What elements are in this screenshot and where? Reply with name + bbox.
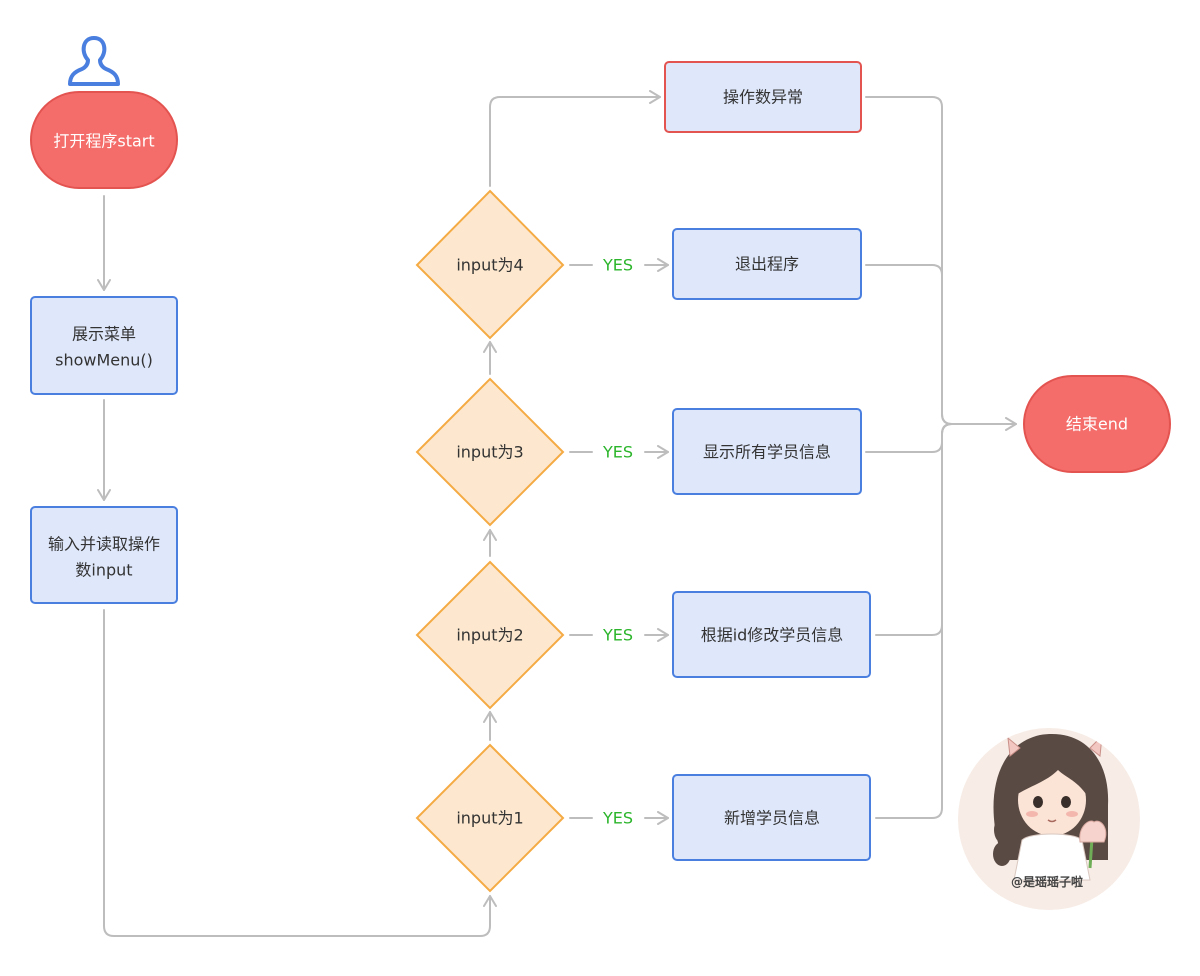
- edge-label-yes-4: YES: [602, 256, 633, 275]
- read-input-node: 输入并读取操作 数input: [30, 506, 178, 604]
- edge-label-yes-1: YES: [602, 809, 633, 828]
- decision-input-4-label: input为4: [456, 256, 523, 275]
- error-node-label: 操作数异常: [723, 88, 803, 107]
- edge-modify-to-end: [875, 423, 953, 636]
- read-input-label-line2: 数input: [75, 561, 132, 580]
- add-node: 新增学员信息: [672, 774, 871, 861]
- decision-input-1-label: input为1: [456, 809, 523, 828]
- edge-add-to-end: [875, 423, 953, 819]
- edge-label-yes-3: YES: [602, 443, 633, 462]
- show-menu-node: 展示菜单 showMenu(): [30, 296, 178, 395]
- error-node: 操作数异常: [664, 61, 862, 133]
- end-node-label: 结束end: [1066, 415, 1128, 434]
- show-all-node-label: 显示所有学员信息: [703, 443, 831, 462]
- decision-input-4: input为4: [415, 189, 565, 340]
- start-node-label: 打开程序start: [53, 132, 154, 151]
- modify-node: 根据id修改学员信息: [672, 591, 871, 678]
- start-node: 打开程序start: [30, 91, 178, 189]
- show-menu-label-line1: 展示菜单: [72, 325, 136, 344]
- end-node: 结束end: [1023, 375, 1171, 473]
- show-menu-label-line2: showMenu(): [55, 351, 153, 370]
- edge-label-yes-2: YES: [602, 626, 633, 645]
- edge-exit-to-end: [865, 264, 953, 425]
- exit-node: 退出程序: [672, 228, 862, 300]
- user-icon: [68, 36, 120, 86]
- edge-error-to-end: [865, 96, 953, 425]
- decision-input-2: input为2: [415, 560, 565, 710]
- show-all-node: 显示所有学员信息: [672, 408, 862, 495]
- decision-input-3-label: input为3: [456, 443, 523, 462]
- add-node-label: 新增学员信息: [724, 809, 820, 828]
- modify-node-label: 根据id修改学员信息: [701, 626, 844, 645]
- decision-input-2-label: input为2: [456, 626, 523, 645]
- decision-input-1: input为1: [415, 743, 565, 893]
- connectors: [97, 90, 1017, 937]
- watermark-handle: @是瑶瑶子啦: [1011, 874, 1083, 889]
- edge-decision-4-to-error: [489, 90, 661, 187]
- read-input-label-line1: 输入并读取操作: [48, 535, 160, 554]
- decision-input-3: input为3: [415, 377, 565, 527]
- watermark-avatar: @是瑶瑶子啦: [958, 728, 1140, 910]
- edge-input-to-decision-1: [103, 609, 497, 937]
- edge-show-all-to-end: [865, 423, 953, 453]
- exit-node-label: 退出程序: [735, 255, 799, 274]
